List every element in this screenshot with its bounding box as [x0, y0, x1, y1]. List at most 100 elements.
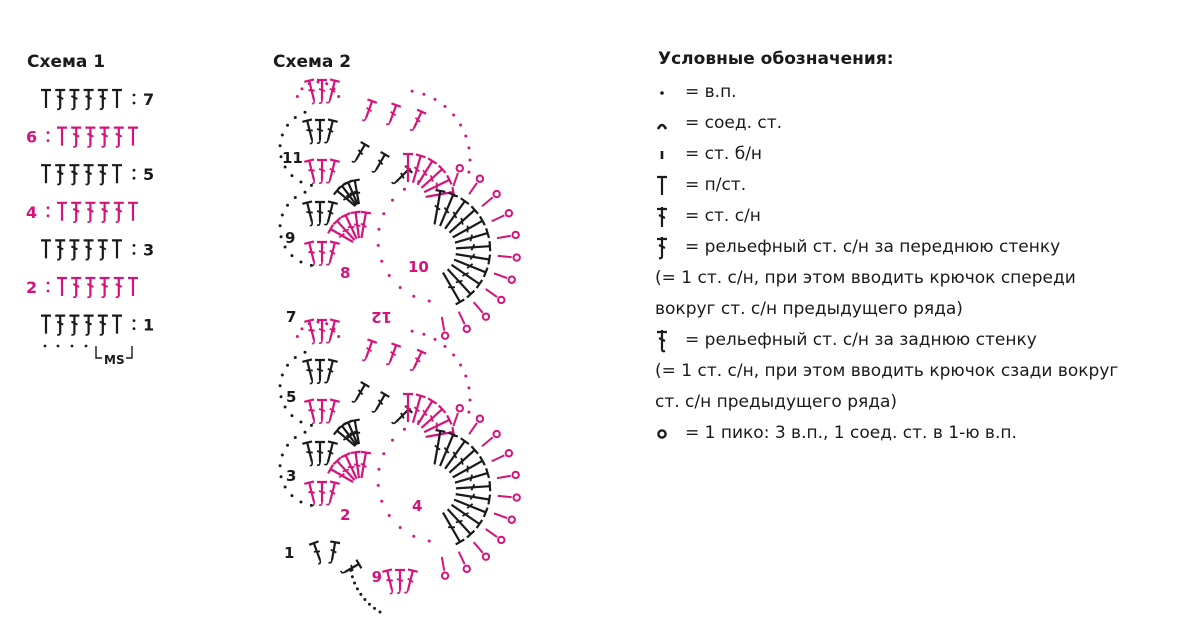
scheme-1-row-4: 4: [26, 201, 138, 223]
stitch: [112, 164, 122, 184]
stitch: [349, 178, 361, 205]
stitch: [97, 164, 108, 186]
stitch: [327, 224, 354, 243]
stitch: [317, 398, 327, 424]
stitch: [315, 358, 325, 384]
stitch: [308, 540, 322, 565]
legend-item-back-post: = рельефный ст. с/н за заднюю стенку: [655, 325, 1195, 356]
stitch: [433, 188, 446, 225]
stitch: [302, 200, 314, 227]
stitch: [315, 118, 325, 144]
stitch: [112, 239, 122, 259]
stitch: [69, 88, 80, 111]
stitch: [371, 390, 390, 413]
scheme-2-row-labels: 11 10 9 8 7 12 5 4 3 2 1 6: [282, 149, 429, 585]
stitch: [128, 276, 138, 296]
legend: = в.п. = соед. ст. = ст. б/н = п/ст. = с…: [655, 77, 1195, 449]
stitch: [403, 568, 418, 594]
stitch: [327, 464, 354, 483]
legend-note-back-post-1: (= 1 ст. с/н, при этом вводить крючок сз…: [655, 361, 1119, 381]
legend-item-double-crochet: = ст. с/н: [655, 201, 1195, 232]
stitch: [71, 126, 82, 148]
legend-note-front-post-1: (= 1 ст. с/н, при этом вводить крючок сп…: [655, 268, 1076, 288]
stitch: [323, 440, 338, 466]
legend-item-slip-stitch: = соед. ст.: [655, 108, 1195, 139]
row-label: 4: [26, 203, 37, 222]
stitch: [395, 568, 405, 594]
stitch: [448, 445, 479, 474]
stitch: [112, 314, 122, 334]
stitch: [433, 428, 446, 465]
repeat-label: MS: [104, 353, 125, 367]
scheme-2-diagram: 11 10 9 8 7 12 5 4 3 2 1 6: [278, 78, 521, 614]
stitch: [453, 498, 489, 518]
stitch: [325, 480, 340, 506]
stitch: [55, 88, 66, 111]
stitch: [340, 452, 358, 480]
front-post-dc-icon: [655, 232, 681, 263]
motif-1: [278, 78, 521, 340]
stitch: [442, 511, 465, 546]
legend-item-front-post: = рельефный ст. с/н за переднюю стенку: [655, 232, 1195, 263]
stitch: [349, 418, 361, 445]
stitch: [325, 398, 340, 424]
stitch: [99, 276, 110, 299]
scheme-1-row-5: 5: [41, 164, 154, 186]
stitch: [41, 314, 51, 334]
stitch: [85, 201, 96, 223]
stitch: [85, 276, 96, 299]
stitch: [317, 158, 327, 184]
stitch: [325, 240, 340, 266]
stitch: [385, 102, 402, 126]
stitch: [420, 404, 447, 429]
stitch: [83, 164, 94, 186]
row-label: 2: [26, 278, 37, 297]
stitch: [439, 431, 459, 467]
stitch: [69, 239, 80, 261]
motif-2: [278, 318, 521, 580]
stitch: [351, 380, 370, 403]
stitch: [455, 493, 492, 505]
stitch: [455, 481, 492, 492]
stitch: [361, 338, 378, 362]
stitch: [315, 440, 325, 466]
stitch: [361, 98, 378, 122]
legend-note-front-post-2: вокруг ст. с/н предыдущего ряда): [655, 299, 963, 319]
stitch: [403, 152, 413, 182]
stitch: [83, 314, 94, 336]
stitch: [113, 126, 124, 148]
row-label-11: 11: [282, 149, 303, 167]
stitch: [304, 158, 316, 185]
stitch: [332, 456, 356, 481]
row-label: 7: [143, 90, 154, 109]
stitch: [113, 201, 124, 223]
row-label-4: 4: [412, 497, 422, 515]
stitch: [454, 227, 491, 244]
stitch: [382, 568, 394, 595]
scheme-1-row-7: 7: [41, 88, 154, 111]
row-label-12: 12: [371, 308, 392, 326]
chain-dot-icon: [655, 77, 681, 108]
stitch: [57, 126, 67, 146]
stitch: [328, 540, 341, 564]
stitch: [450, 503, 484, 529]
double-crochet-icon: [655, 201, 681, 232]
stitch: [409, 108, 427, 132]
stitch: [455, 241, 492, 252]
stitch: [317, 480, 327, 506]
stitch: [41, 239, 51, 259]
row-label: 1: [143, 316, 154, 335]
legend-item-picot: = 1 пико: 3 в.п., 1 соед. ст. в 1-ю в.п.: [655, 418, 1195, 449]
stitch: [403, 392, 413, 422]
single-crochet-bar-icon: [655, 139, 681, 170]
stitch: [411, 393, 426, 424]
row-label-2: 2: [340, 506, 350, 524]
stitch: [113, 276, 124, 299]
scheme-1-row-3: 3: [41, 239, 154, 261]
stitch: [83, 239, 94, 261]
stitch: [371, 150, 390, 173]
stitch: [411, 153, 426, 184]
stitch: [340, 212, 358, 240]
row-label-1: 1: [284, 544, 294, 562]
